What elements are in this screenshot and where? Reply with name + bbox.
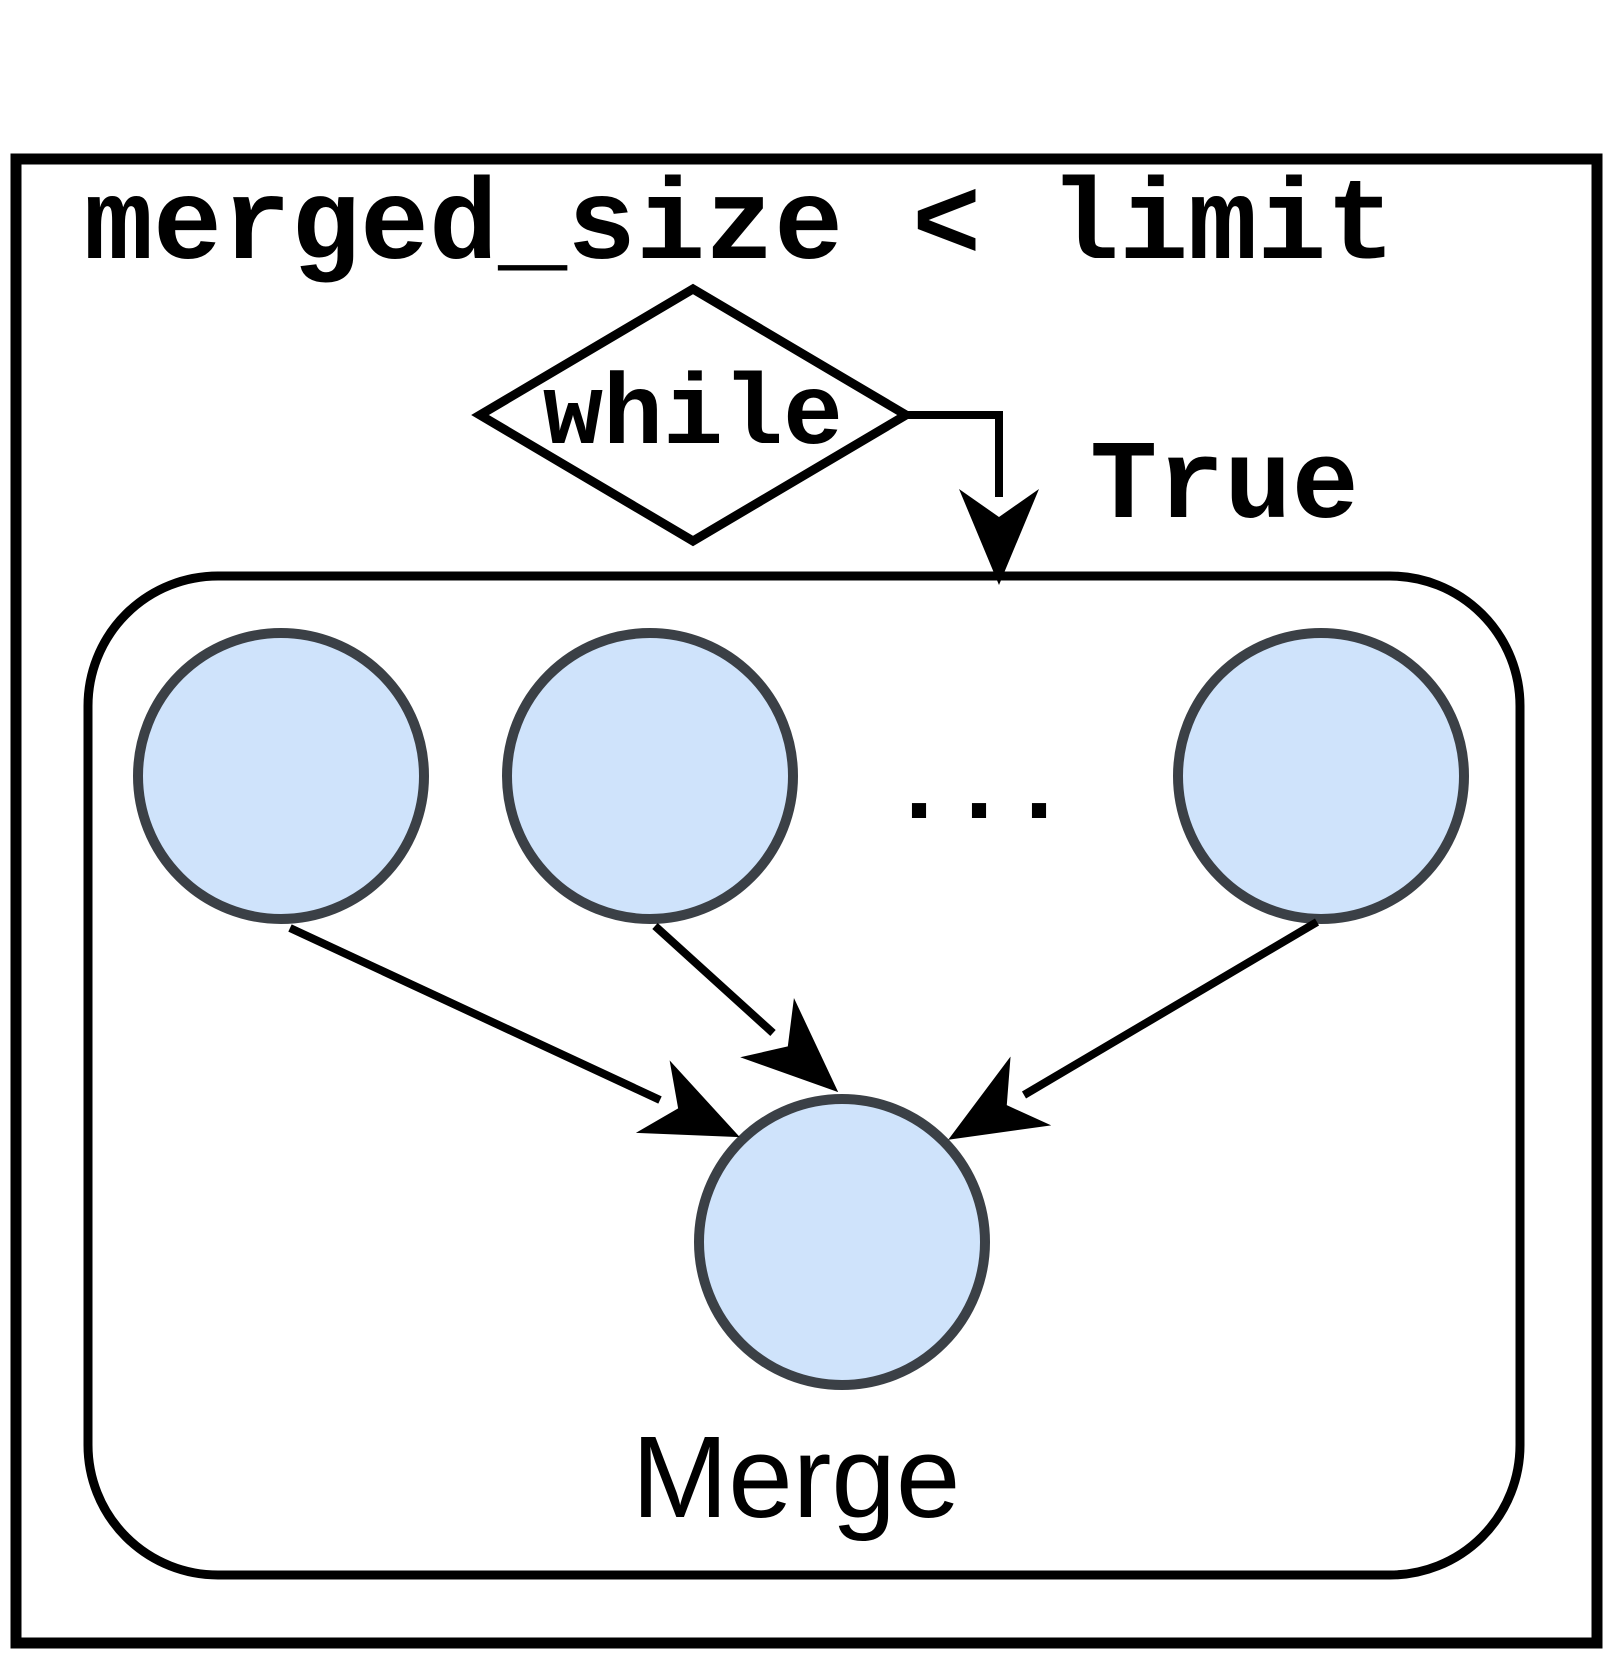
merge-arrow-2 — [652, 923, 839, 1093]
true-branch-arrow — [906, 411, 1039, 585]
loop-condition-label: merged_size < limit — [84, 162, 1395, 293]
ellipsis-label: ... — [889, 736, 1069, 849]
while-label: while — [543, 361, 843, 474]
outer-border — [10, 153, 1603, 1649]
chunk-node-n — [1173, 628, 1469, 924]
loop-body-container — [83, 571, 1525, 1580]
chunk-node-2 — [502, 628, 798, 924]
merge-arrow-1 — [288, 924, 740, 1138]
true-branch-label: True — [1090, 424, 1359, 551]
chunk-node-1 — [133, 628, 429, 924]
merge-arrow-3 — [948, 918, 1320, 1140]
merge-label: Merge — [632, 1412, 961, 1542]
while-decision-diamond — [471, 283, 915, 547]
merge-node — [694, 1094, 990, 1390]
